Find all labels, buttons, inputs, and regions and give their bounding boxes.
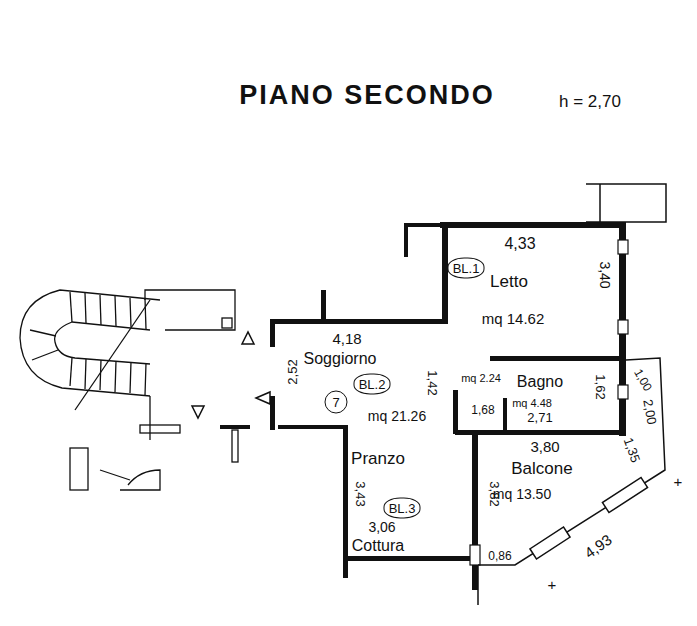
room-name: Bagno	[517, 374, 563, 390]
staircase	[20, 290, 180, 490]
room-name: Cottura	[352, 538, 404, 554]
plan-title: PIANO SECONDO	[239, 82, 495, 109]
callout-number: 7	[325, 391, 348, 414]
tag-text: BL.1	[453, 262, 480, 275]
area: mq 2.24	[461, 373, 501, 384]
window-marks	[470, 240, 628, 565]
room-tag: BL.3	[384, 498, 421, 519]
room-name: Letto	[490, 273, 528, 290]
room-tag: BL.2	[354, 374, 391, 395]
tag-text: 7	[332, 396, 339, 409]
dimension: 2,71	[527, 411, 552, 424]
area: mq 13.50	[493, 487, 551, 501]
dimension: 1,68	[471, 404, 494, 416]
room-tag: BL.1	[448, 258, 485, 279]
tag-text: BL.3	[389, 502, 416, 515]
dimension: 4,18	[332, 331, 361, 346]
area: mq 21.26	[368, 409, 426, 423]
dimension: 3,40	[598, 261, 612, 288]
dimension: 1,62	[594, 374, 607, 399]
room-name: Balcone	[511, 460, 572, 477]
walls	[220, 222, 626, 590]
dimension: 3,43	[354, 481, 367, 506]
dimension: 1,42	[426, 370, 439, 395]
dimension: 2,00	[641, 398, 658, 425]
dimension: 2,52	[286, 359, 299, 384]
area: mq 4.48	[512, 398, 552, 409]
height-note: h = 2,70	[559, 93, 621, 110]
dimension: 0,86	[488, 550, 511, 562]
light-symbols	[192, 332, 270, 418]
cross-mark: +	[548, 577, 557, 592]
dimension: 3,82	[488, 481, 501, 506]
room-name: Pranzo	[351, 450, 405, 467]
dimension: 4,93	[582, 531, 615, 560]
dimension: 1,00	[632, 367, 654, 393]
dimension: 1,35	[622, 436, 643, 464]
tag-text: BL.2	[359, 378, 386, 391]
balcony-outline	[478, 184, 666, 605]
cross-mark: +	[674, 474, 683, 489]
dimension: 4,33	[504, 236, 535, 252]
area: mq 14.62	[482, 311, 545, 326]
dimension: 3,06	[368, 520, 395, 534]
room-name: Soggiorno	[304, 351, 377, 367]
dimension: 3,80	[530, 439, 559, 454]
hall-walls	[145, 290, 238, 462]
